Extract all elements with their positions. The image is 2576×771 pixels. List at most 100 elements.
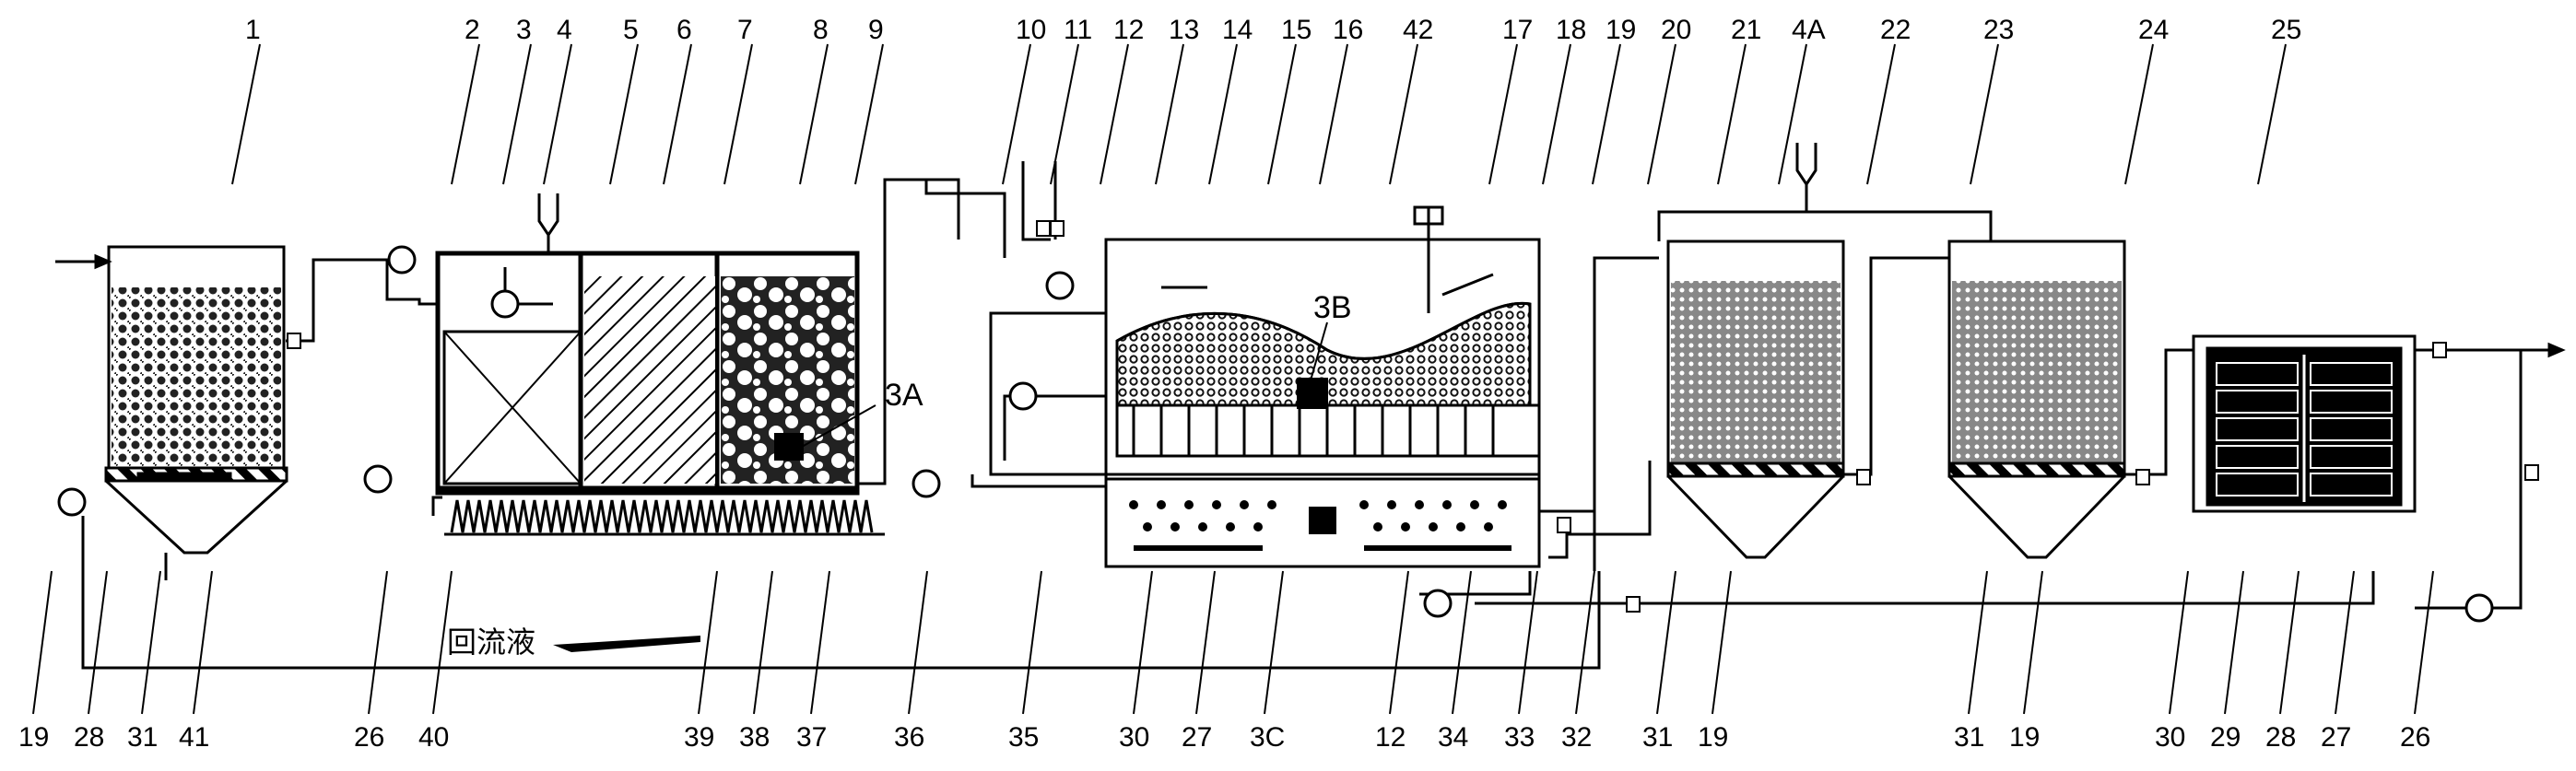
callout-label: 9 <box>868 15 884 45</box>
callout-label: 13 <box>1169 15 1199 45</box>
reactor-13 <box>989 205 1541 568</box>
callout-label: 19 <box>2009 722 2040 753</box>
leader-line <box>1133 570 1153 715</box>
callout-label: 30 <box>1119 722 1149 753</box>
leader-line <box>1264 570 1284 715</box>
leader-line <box>2279 570 2300 715</box>
callout-label: 36 <box>894 722 924 753</box>
leader-line <box>2257 43 2287 185</box>
leader-line <box>432 570 453 715</box>
callout-label: 17 <box>1502 15 1533 45</box>
leader-line <box>1518 570 1538 715</box>
callout-label: 2 <box>465 15 480 45</box>
tank-23 <box>1947 239 2126 559</box>
leader-line <box>1319 43 1348 185</box>
leader-line <box>698 570 718 715</box>
callout-label: 5 <box>623 15 639 45</box>
callout-label: 29 <box>2210 722 2241 753</box>
leader-line <box>32 570 53 715</box>
inner-label-3b: 3B <box>1313 290 1352 325</box>
tank-1 <box>104 245 288 555</box>
callout-label: 1 <box>245 15 261 45</box>
callout-label: 14 <box>1222 15 1253 45</box>
leader-line <box>368 570 388 715</box>
callout-label: 21 <box>1731 15 1761 45</box>
marker-3a <box>801 404 876 448</box>
valves <box>287 220 2539 613</box>
leader-line <box>2023 570 2043 715</box>
leader-line <box>723 43 753 185</box>
inner-label-3a: 3A <box>885 378 923 413</box>
leader-line <box>1592 43 1621 185</box>
callout-label: 19 <box>1698 722 1728 753</box>
main-reactor <box>435 251 860 496</box>
callout-label: 31 <box>1954 722 1984 753</box>
callout-label: 40 <box>418 722 449 753</box>
reactor-beads <box>1129 500 1507 532</box>
leader-line <box>451 43 480 185</box>
marker-3b <box>1308 321 1328 388</box>
callout-label: 37 <box>796 722 827 753</box>
callout-label: 3 <box>516 15 532 45</box>
leader-line <box>1542 43 1571 185</box>
callout-label: 26 <box>354 722 384 753</box>
leader-line <box>1389 43 1418 185</box>
callout-label: 27 <box>2321 722 2351 753</box>
leader-line <box>908 570 928 715</box>
inlet-arrow <box>55 253 112 270</box>
leader-line <box>88 570 108 715</box>
leader-line <box>2414 570 2434 715</box>
leader-line <box>1575 570 1595 715</box>
leader-line <box>543 43 572 185</box>
callout-label: 10 <box>1016 15 1046 45</box>
leader-line <box>1452 570 1472 715</box>
piping <box>81 161 2558 670</box>
leader-line <box>1968 570 1988 715</box>
leader-line <box>753 570 773 715</box>
outlet-arrow <box>2547 342 2566 358</box>
callout-label: 26 <box>2400 722 2430 753</box>
leader-line <box>2124 43 2154 185</box>
leader-line <box>1002 43 1031 185</box>
callout-label: 23 <box>1983 15 2014 45</box>
reflux-arrow <box>553 636 700 652</box>
callout-label: 34 <box>1438 722 1468 753</box>
callout-label: 22 <box>1880 15 1911 45</box>
leader-line <box>1778 43 1807 185</box>
callout-label: 31 <box>127 722 158 753</box>
callout-label: 19 <box>1606 15 1636 45</box>
leader-line <box>854 43 884 185</box>
unit-25 <box>2192 334 2417 513</box>
leader-line <box>231 43 261 185</box>
leader-line <box>2335 570 2355 715</box>
leader-line <box>1970 43 1999 185</box>
callout-label: 33 <box>1504 722 1535 753</box>
callout-label: 41 <box>179 722 209 753</box>
callout-label: 32 <box>1561 722 1592 753</box>
leader-line <box>1717 43 1747 185</box>
leader-line <box>1389 570 1409 715</box>
leader-line <box>609 43 639 185</box>
aerator-row <box>444 499 885 536</box>
callout-label: 4A <box>1792 15 1826 45</box>
dosing-funnel-4 <box>537 193 559 253</box>
callout-label: 8 <box>813 15 829 45</box>
reflux-text: 回流液 <box>447 625 535 660</box>
callout-label: 27 <box>1182 722 1212 753</box>
motor-3 <box>490 267 553 319</box>
callout-label: 30 <box>2155 722 2185 753</box>
leader-line <box>799 43 829 185</box>
leader-line <box>1647 43 1676 185</box>
callout-label: 11 <box>1064 15 1092 45</box>
callout-label: 20 <box>1661 15 1691 45</box>
callout-label: 15 <box>1281 15 1312 45</box>
callout-label: 16 <box>1333 15 1363 45</box>
leader-line <box>1050 43 1079 185</box>
tank-21 <box>1657 143 1993 559</box>
leader-line <box>141 570 161 715</box>
callout-label: 38 <box>739 722 770 753</box>
leader-line <box>1022 570 1042 715</box>
leader-line <box>1656 570 1676 715</box>
